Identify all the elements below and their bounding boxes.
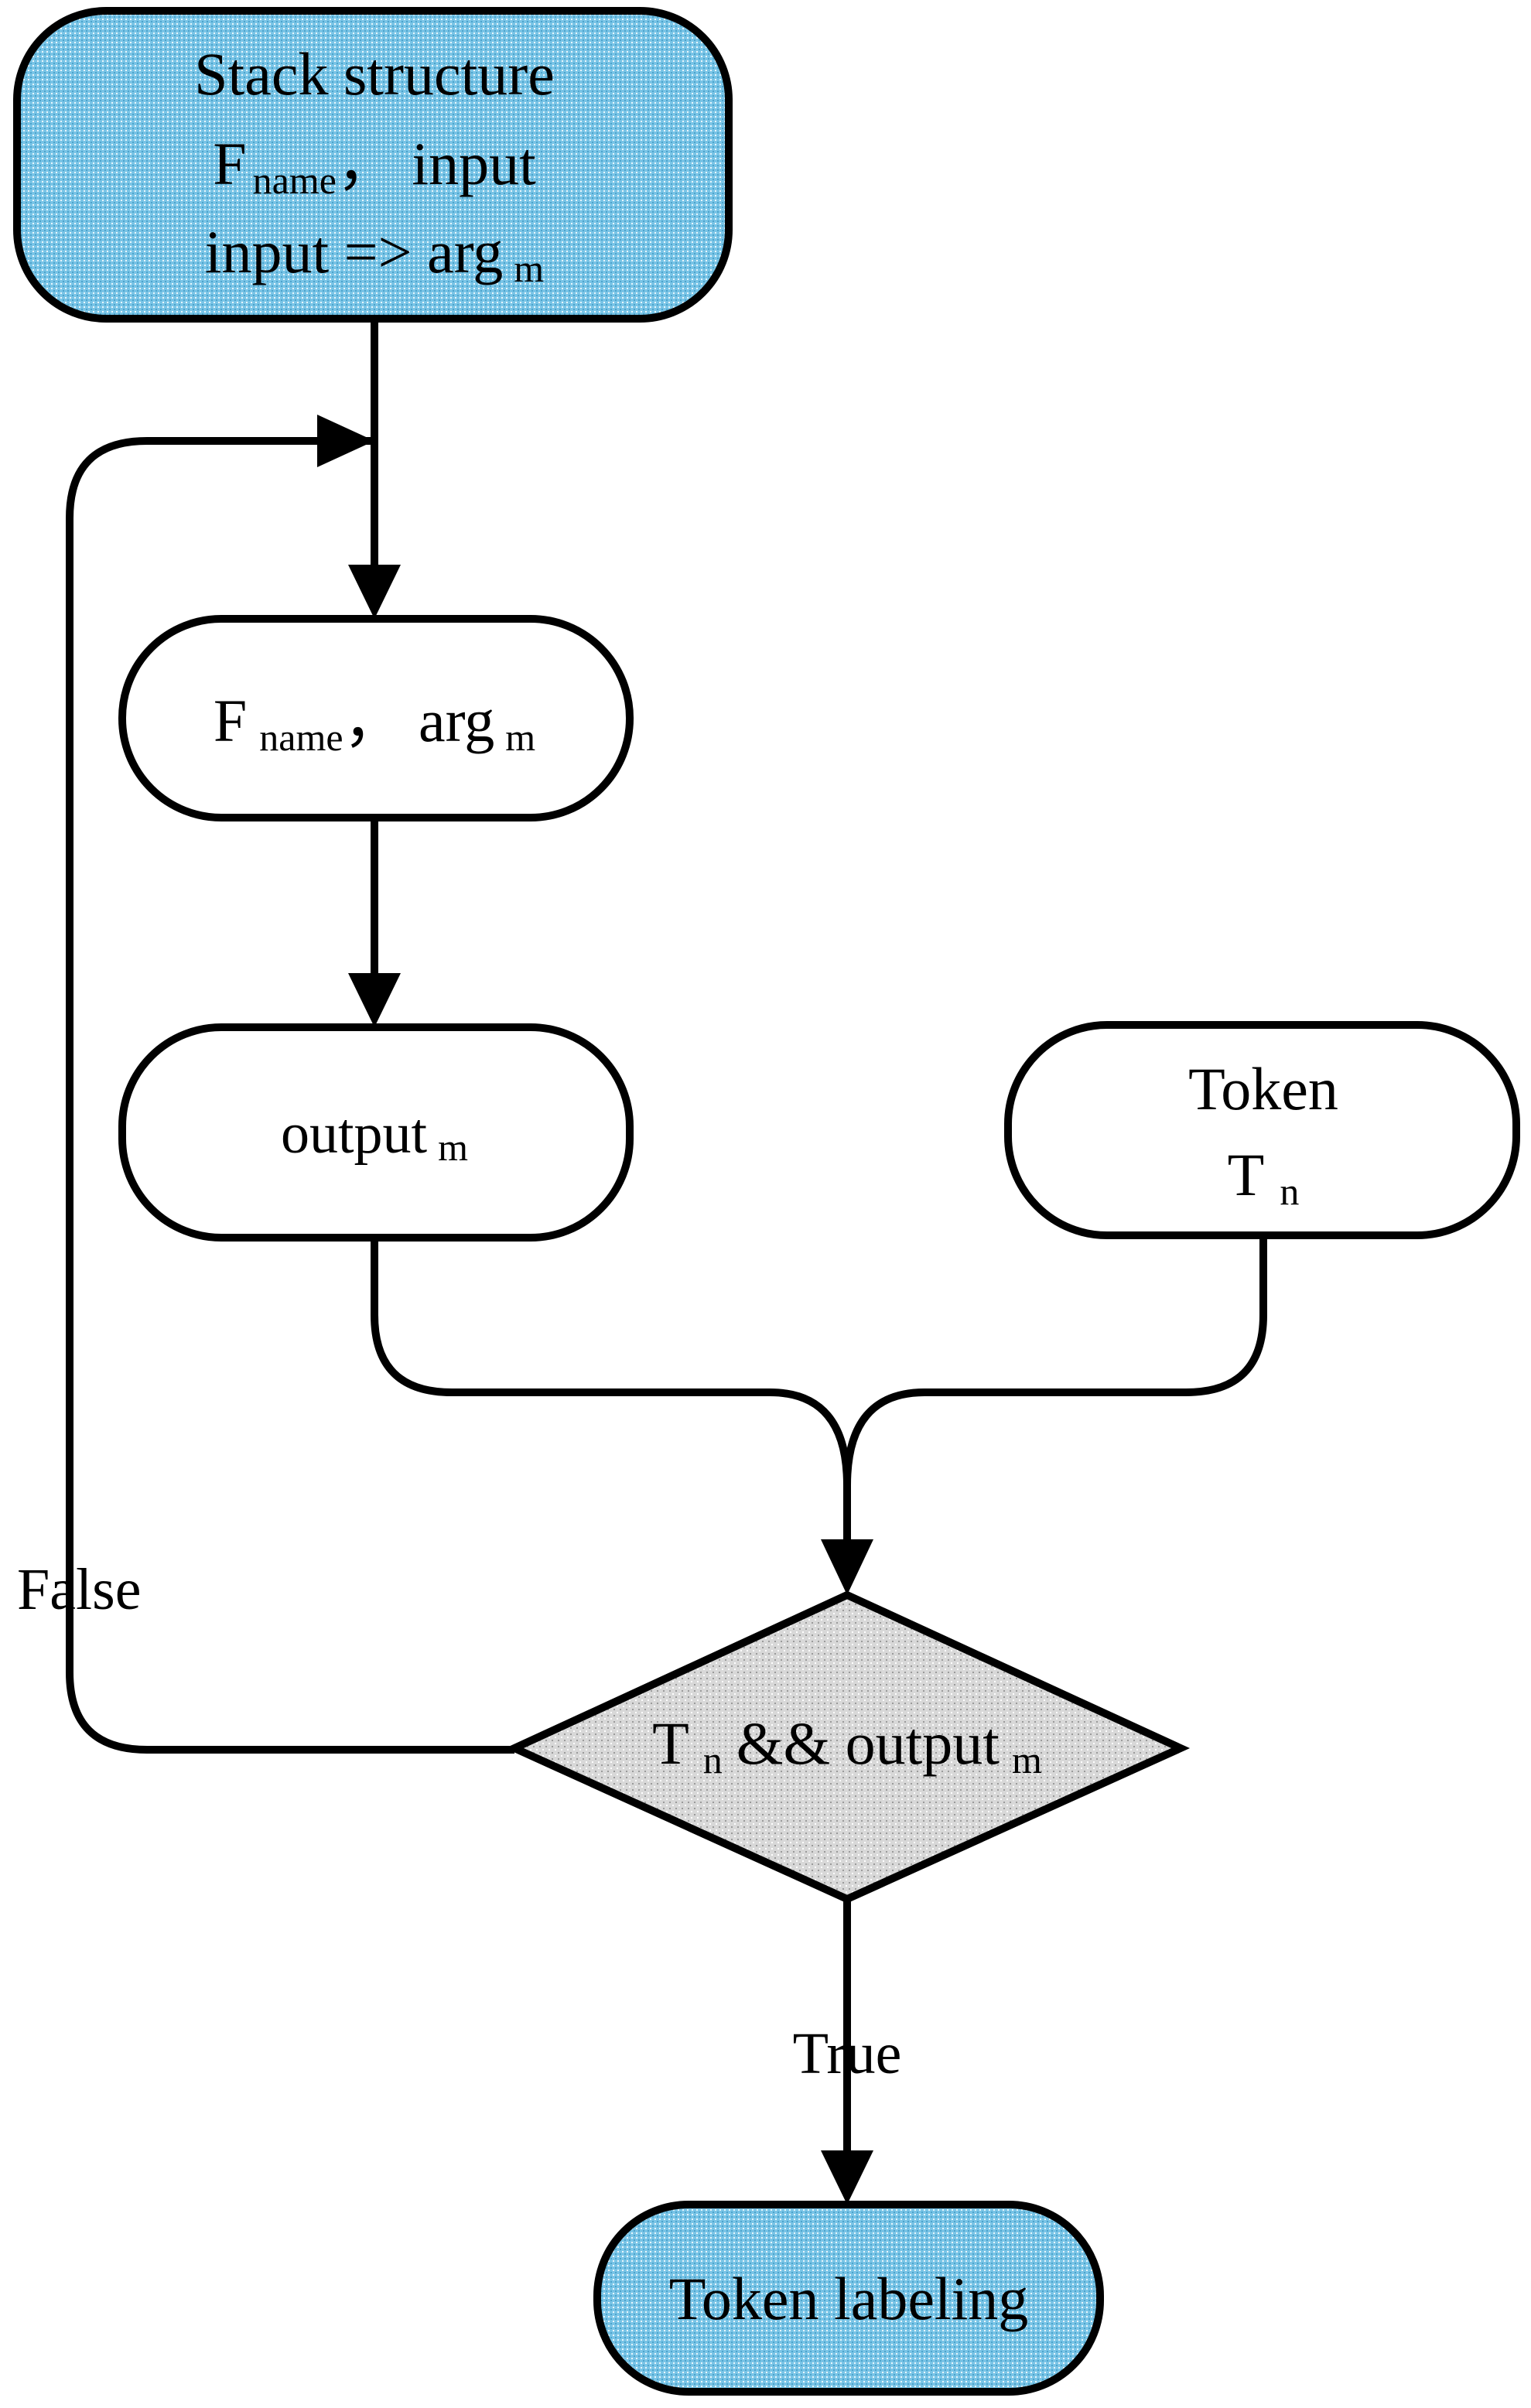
connector-output-to-merge (371, 1238, 851, 1539)
decision-diamond-shape (504, 1590, 1191, 1904)
end-label: Token labeling (669, 2265, 1029, 2332)
arrowhead-to-output (348, 973, 401, 1027)
token-node-shape (1004, 1021, 1520, 1239)
start-terminal-shape (13, 7, 733, 323)
arrowhead-to-decision (821, 1539, 873, 1595)
output-node-shape (118, 1023, 634, 1242)
start-line-1: Stack structure (194, 40, 555, 108)
arrowhead-false-loop (317, 415, 374, 467)
connector-token-to-merge (843, 1235, 1267, 1486)
token-line-1: Token (1188, 1055, 1338, 1122)
arrowhead-to-fname-arg (348, 565, 401, 619)
connector-false-loop (66, 437, 514, 1754)
end-terminal-shape (593, 2201, 1104, 2396)
fname-arg-node-shape (118, 615, 634, 821)
true-edge-label: True (793, 2021, 902, 2086)
arrowhead-to-end (821, 2150, 873, 2205)
false-edge-label: False (17, 1557, 141, 1622)
